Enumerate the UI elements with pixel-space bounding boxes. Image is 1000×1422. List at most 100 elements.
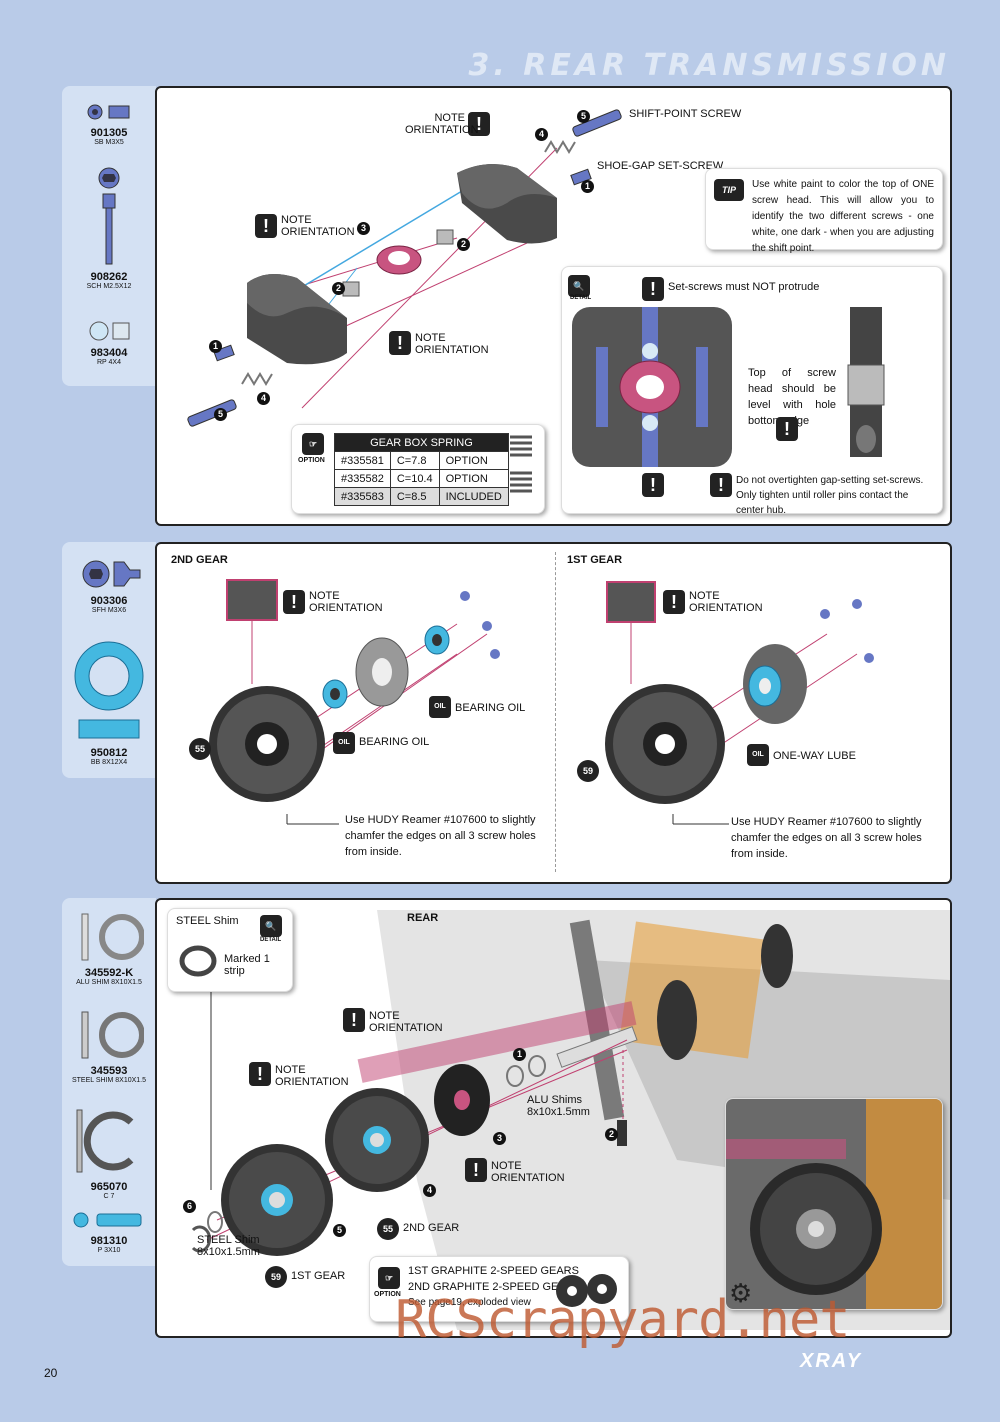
- detail-badge: DETAIL: [570, 295, 592, 301]
- overtighten-note: Do not overtighten gap-setting set-screw…: [736, 475, 924, 516]
- part-345592-k: 345592-K ALU SHIM 8x10x1.5: [62, 912, 156, 986]
- part-code: 950812: [90, 747, 128, 759]
- note-icon: !: [468, 112, 490, 136]
- spring-part: #335583: [334, 487, 391, 506]
- callout-3: 3: [357, 222, 370, 235]
- graphite-gears-option-box: ☞ OPTION 1ST GRAPHITE 2-SPEED GEARS 2ND …: [369, 1256, 629, 1322]
- bearing-icon: [74, 641, 144, 739]
- part-code: 901305: [90, 127, 128, 139]
- gears-check-icon: ⚙: [729, 1278, 753, 1308]
- bearing-oil-label: BEARING OIL: [359, 736, 430, 748]
- part-code: 345592-K: [84, 967, 134, 979]
- part-965070: 965070 C 7: [62, 1106, 156, 1200]
- callout-4: 4: [423, 1184, 436, 1197]
- note-orientation-label: NOTE ORIENTATION: [369, 1010, 443, 1034]
- callout-2: 2: [332, 282, 345, 295]
- spring-type: OPTION: [438, 469, 509, 488]
- part-908262: 908262 SCH M2.5x12: [62, 166, 156, 290]
- note-icon: !: [776, 417, 798, 441]
- note-orientation-label: NOTE ORIENTATION: [309, 590, 383, 614]
- spring-table-header: GEAR BOX SPRING: [334, 433, 509, 452]
- second-gear-header: 2ND GEAR: [171, 554, 228, 566]
- spring-part: #335581: [334, 451, 391, 470]
- callout-1: 1: [209, 340, 222, 353]
- steel-shim-label: STEEL Shim 8x10x1.5mm: [197, 1234, 260, 1258]
- callout-1: 1: [581, 180, 594, 193]
- option-line-1: 1ST GRAPHITE 2-SPEED GEARS: [408, 1265, 579, 1277]
- option-line-3: See page19, exploded view: [408, 1297, 531, 1308]
- oil-icon: OIL: [333, 732, 355, 754]
- alu-shims-label: ALU Shims 8x10x1.5mm: [527, 1094, 590, 1118]
- teeth-59-badge: 59: [577, 760, 599, 782]
- parts-bar-top: 901305 SB M3x5 908262 SCH M2.5x12 983404…: [62, 86, 156, 386]
- first-gear-header: 1ST GEAR: [567, 554, 623, 566]
- shift-point-screw-label: SHIFT-POINT SCREW: [629, 108, 742, 120]
- note-icon: !: [255, 214, 277, 238]
- oil-icon: OIL: [429, 696, 451, 718]
- pin-icon: [89, 321, 130, 341]
- c-clip-icon: [76, 1109, 134, 1173]
- callout-1: 1: [513, 1048, 526, 1061]
- one-way-lube-label: ONE-WAY LUBE: [773, 750, 856, 762]
- page-title: 3. REAR TRANSMISSION: [468, 48, 950, 83]
- note-orientation-label: NOTE ORIENTATION: [689, 590, 763, 614]
- callout-4: 4: [257, 392, 270, 405]
- first-gear-label: 1ST GEAR: [291, 1270, 346, 1282]
- part-desc: SCH M2.5x12: [86, 283, 132, 290]
- teeth-55-badge: 55: [189, 738, 211, 760]
- oil-icon: OIL: [747, 744, 769, 766]
- part-desc: SFH M3x6: [91, 607, 127, 614]
- inset-photo: [725, 1098, 943, 1310]
- part-desc: RP 4x4: [97, 359, 121, 366]
- spring-rate: C=7.8: [389, 451, 440, 470]
- note-icon: !: [642, 473, 664, 497]
- second-gear-diagram: [209, 579, 500, 825]
- callout-4: 4: [535, 128, 548, 141]
- pin-icon: [73, 1212, 142, 1228]
- option-line-2: 2ND GRAPHITE 2-SPEED GEARS: [408, 1281, 581, 1293]
- note-orientation-label: NOTE ORIENTATION: [281, 214, 355, 238]
- first-gear-diagram: [605, 581, 874, 825]
- spring-rate: C=10.4: [389, 469, 440, 488]
- screw-icon: [87, 104, 130, 120]
- graphite-gear-icon: [556, 1274, 617, 1307]
- shoe-gap-set-screw-label: SHOE-GAP SET-SCREW: [597, 160, 724, 172]
- second-gear-label: 2ND GEAR: [403, 1222, 460, 1234]
- part-code: 965070: [90, 1181, 128, 1193]
- spring-icon: [510, 435, 532, 493]
- part-desc: P 3x10: [97, 1247, 121, 1254]
- detail-badge: DETAIL: [260, 937, 282, 943]
- note-orientation-label: NOTE ORIENTATION: [491, 1160, 565, 1184]
- tip-text: Use white paint to color the top of ONE …: [752, 179, 934, 254]
- spring-type: INCLUDED: [438, 487, 509, 506]
- callout-3: 3: [493, 1132, 506, 1145]
- setscrews-note: Set-screws must NOT protrude: [668, 281, 820, 293]
- note-orientation-label: NOTE ORIENTATION: [415, 332, 489, 356]
- clutch-detail-illustration: [572, 307, 732, 467]
- screw-icon: [98, 167, 120, 265]
- part-code: 908262: [90, 271, 128, 283]
- steel-shim-detail-box: STEEL Shim 🔍 DETAIL Marked 1 strip: [167, 908, 293, 992]
- spring-type: OPTION: [438, 451, 509, 470]
- part-code: 345593: [90, 1065, 128, 1077]
- thumbs-up-icon: ☞: [378, 1267, 400, 1289]
- callout-2: 2: [605, 1128, 618, 1141]
- option-badge: OPTION: [374, 1291, 401, 1298]
- part-981310: 981310 P 3x10: [62, 1210, 156, 1254]
- note-icon: !: [710, 473, 732, 497]
- note-icon: !: [465, 1158, 487, 1182]
- note-orientation-label: NOTE ORIENTATION: [275, 1064, 349, 1088]
- inset-gear-photo: [726, 1099, 942, 1309]
- page-number: 20: [44, 1366, 58, 1380]
- detail-magnifier-icon: 🔍: [568, 275, 590, 297]
- spring-part: #335582: [334, 469, 391, 488]
- part-983404: 983404 RP 4x4: [62, 320, 156, 366]
- part-desc: ALU SHIM 8x10x1.5: [76, 979, 142, 986]
- callout-5: 5: [577, 110, 590, 123]
- part-desc: BB 8x12x4: [90, 759, 128, 766]
- part-901305: 901305 SB M3x5: [62, 102, 156, 146]
- part-code: 903306: [90, 595, 128, 607]
- spring-rate: C=8.5: [389, 487, 440, 506]
